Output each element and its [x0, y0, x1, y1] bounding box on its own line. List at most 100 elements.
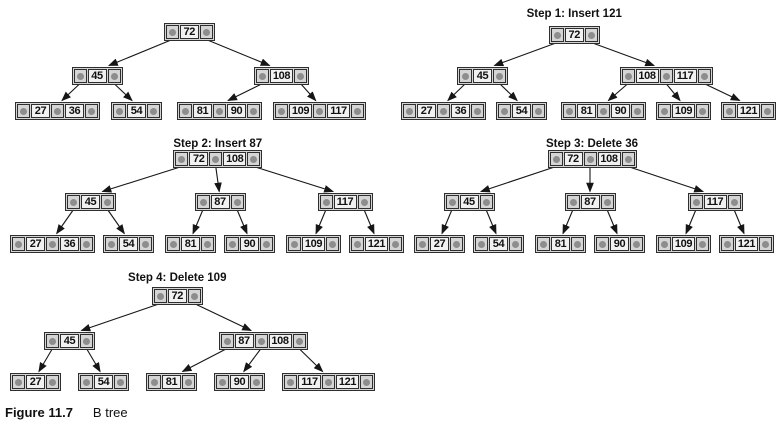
key-cell: 109 — [289, 104, 312, 118]
btree-node: 90 — [594, 235, 645, 253]
btree-node: 117 — [687, 193, 743, 211]
step-title: Step 1: Insert 121 — [526, 8, 622, 20]
btree-node: 54 — [111, 102, 162, 120]
btree-node: 121 — [721, 102, 776, 120]
pointer-cell — [596, 237, 609, 251]
pointer-dot — [204, 240, 211, 248]
btree-node: 27 36 — [10, 235, 95, 253]
pointer-dot — [624, 72, 632, 80]
pointer-dot — [726, 107, 733, 115]
key-cell: 27 — [26, 375, 45, 389]
pointer-cell — [571, 237, 584, 251]
pointer-dot — [178, 155, 186, 163]
pointer-cell — [697, 69, 711, 83]
pointer-cell — [621, 152, 635, 166]
pointer-cell — [196, 195, 210, 209]
pointer-cell — [226, 237, 239, 251]
pointer-dot — [151, 378, 158, 386]
pointer-cell — [597, 104, 610, 118]
btree-node: 109 — [656, 102, 711, 120]
pointer-dot — [190, 292, 198, 300]
btree-node: 109 — [286, 235, 341, 253]
pointer-cell — [437, 104, 450, 118]
key-cell: 109 — [672, 104, 695, 118]
pointer-cell — [179, 104, 192, 118]
btree-node: 121 — [719, 235, 774, 253]
pointer-dot — [462, 72, 469, 80]
pointer-cell — [67, 195, 80, 209]
key-cell: 109 — [672, 237, 695, 251]
pointer-cell — [761, 104, 774, 118]
pointer-dot — [49, 337, 56, 345]
pointer-dot — [142, 240, 149, 248]
btree-node: 90 — [214, 373, 265, 391]
pointer-cell — [759, 237, 772, 251]
figure-label: Figure 11.7 — [5, 405, 73, 420]
key-cell: 108 — [223, 152, 247, 166]
pointer-dot — [569, 198, 577, 206]
pointer-dot — [474, 107, 481, 115]
pointer-dot — [185, 378, 192, 386]
pointer-cell — [721, 237, 734, 251]
pointer-dot — [76, 72, 84, 80]
pointer-cell — [351, 237, 364, 251]
pointer-cell — [696, 237, 709, 251]
key-cell: 87 — [234, 334, 254, 348]
key-cell: 117 — [327, 104, 350, 118]
key-cell: 117 — [673, 69, 697, 83]
pointer-cell — [583, 152, 597, 166]
pointer-cell — [256, 69, 269, 83]
pointer-dot — [257, 337, 265, 345]
pointer-dot — [259, 72, 266, 80]
pointer-cell — [696, 104, 709, 118]
pointer-cell — [322, 375, 335, 389]
pointer-dot — [325, 378, 332, 386]
pointer-dot — [168, 28, 176, 36]
pointer-cell — [250, 375, 263, 389]
btree-node: 109 117 — [273, 102, 366, 120]
btree-node: 54 — [473, 235, 524, 253]
key-cell: 45 — [81, 195, 100, 209]
key-cell: 45 — [473, 69, 492, 83]
key-cell: 45 — [60, 334, 79, 348]
pointer-cell — [113, 104, 126, 118]
pointer-dot — [170, 240, 177, 248]
pointer-cell — [284, 375, 297, 389]
pointer-dot — [566, 107, 573, 115]
btree-node: 72 — [163, 23, 215, 41]
pointer-dot — [501, 107, 508, 115]
pointer-cell — [292, 334, 306, 348]
pointer-dot — [535, 107, 542, 115]
key-cell: 27 — [26, 237, 45, 251]
pointer-cell — [153, 289, 167, 303]
key-cell: 54 — [512, 104, 531, 118]
key-cell: 54 — [94, 375, 113, 389]
pointer-dot — [49, 240, 56, 248]
figure-caption-text: B tree — [92, 405, 128, 420]
pointer-dot — [603, 198, 611, 206]
pointer-cell — [549, 152, 563, 166]
pointer-cell — [220, 334, 234, 348]
pointer-cell — [389, 237, 402, 251]
pointer-dot — [54, 107, 61, 115]
pointer-cell — [723, 104, 736, 118]
pointer-dot — [354, 240, 361, 248]
pointer-cell — [360, 375, 373, 389]
pointer-cell — [165, 25, 179, 39]
pointer-cell — [46, 334, 59, 348]
btree-node: 117 — [317, 193, 373, 211]
key-cell: 36 — [65, 104, 84, 118]
pointer-dot — [363, 378, 370, 386]
pointer-cell — [621, 69, 635, 83]
btree-node: 108 — [254, 67, 309, 85]
key-cell: 121 — [336, 375, 359, 389]
pointer-dot — [291, 240, 298, 248]
key-cell: 72 — [563, 152, 583, 166]
key-cell: 87 — [210, 195, 230, 209]
key-cell: 36 — [60, 237, 79, 251]
pointer-cell — [199, 25, 213, 39]
key-cell: 87 — [580, 195, 600, 209]
